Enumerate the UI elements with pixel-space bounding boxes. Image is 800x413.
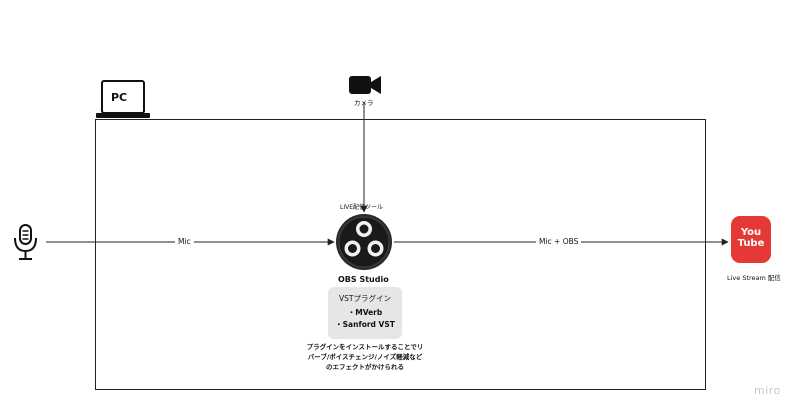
- plugin-note: プラグインをインストールすることでリ バーブ/ボイスチェンジ/ノイズ軽減など の…: [300, 342, 430, 372]
- plugin-title: VSTプラグイン: [339, 294, 391, 303]
- plugin-item-mverb: ・MVerb: [347, 308, 383, 317]
- camera-label: カメラ: [354, 99, 374, 107]
- pc-laptop-icon: PC: [101, 80, 145, 114]
- obs-caption-above: LIVE配信ツール: [340, 204, 384, 211]
- youtube-logo-icon: You Tube: [731, 216, 771, 263]
- edge-label-mic-obs: Mic + OBS: [536, 237, 582, 246]
- pc-laptop-base: [96, 113, 150, 118]
- microphone-icon: [14, 224, 37, 260]
- pc-boundary-box: [95, 119, 706, 390]
- vst-plugin-card: VSTプラグイン ・MVerb ・Sanford VST: [328, 287, 402, 339]
- obs-name: OBS Studio: [338, 275, 389, 284]
- edge-label-mic: Mic: [175, 237, 194, 246]
- note-line-1: プラグインをインストールすることでリ: [306, 343, 424, 351]
- obs-logo-icon: [336, 214, 392, 270]
- youtube-logo-you: You: [740, 227, 762, 238]
- plugin-item-sanford-vst: ・Sanford VST: [335, 320, 395, 329]
- video-camera-icon: [349, 76, 381, 94]
- youtube-label: Live Stream 配信: [727, 274, 781, 282]
- note-line-3: のエフェクトがかけられる: [326, 363, 404, 371]
- note-line-2: バーブ/ボイスチェンジ/ノイズ軽減など: [307, 353, 423, 361]
- miro-watermark: miro: [754, 384, 781, 397]
- youtube-logo-tube: Tube: [737, 238, 765, 249]
- pc-label: PC: [111, 91, 128, 104]
